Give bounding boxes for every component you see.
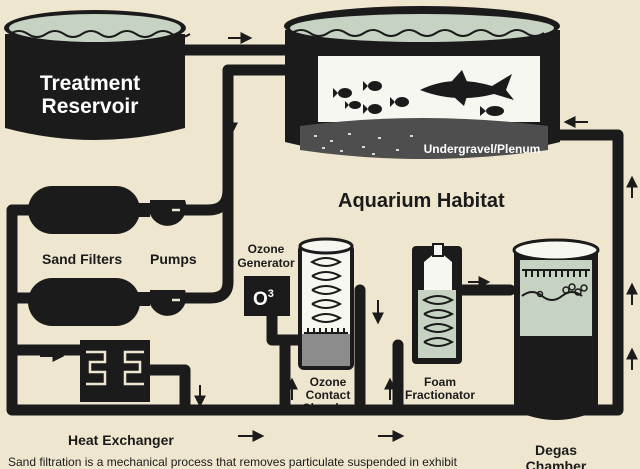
sand-filters-label: Sand Filters xyxy=(42,251,123,267)
degas-chamber xyxy=(512,238,600,420)
small-fish-icon xyxy=(333,81,504,116)
degas-chamber-line2: Chamber xyxy=(525,458,587,469)
pipe-right-return xyxy=(554,129,624,416)
treatment-reservoir xyxy=(4,10,191,140)
foam-fractionator-line1: Foam xyxy=(423,375,456,389)
aquarium-habitat xyxy=(284,6,560,159)
o3-superscript: 3 xyxy=(268,288,274,300)
pipe-habitat-to-lower-pump xyxy=(179,184,234,304)
heat-exchanger-label: Heat Exchanger xyxy=(68,432,174,448)
foam-fractionator-label: Foam Fractionator xyxy=(398,376,482,402)
gravel-specks xyxy=(314,133,413,155)
pipe-heat-exchanger-out xyxy=(144,364,191,416)
ozone-generator-line1: Ozone xyxy=(247,242,285,256)
pump-top xyxy=(150,200,187,226)
ozone-contact-chamber xyxy=(298,237,354,370)
pipe-bottom-return xyxy=(6,204,606,416)
shark-icon xyxy=(420,70,514,106)
ozone-generator-line2: Generator xyxy=(237,256,295,270)
ozone-contact-line3: Chamber xyxy=(301,401,354,415)
foam-fractionator xyxy=(412,243,462,364)
degas-chamber-label: Degas Chamber xyxy=(518,442,594,469)
pipe-network xyxy=(6,44,624,416)
aquarium-habitat-label: Aquarium Habitat xyxy=(338,190,505,212)
o3-generator-box xyxy=(244,276,290,316)
ozone-contact-line2: Contact xyxy=(305,388,351,402)
caption-text: Sand filtration is a mechanical process … xyxy=(8,455,457,469)
flow-arrows xyxy=(40,32,638,442)
degas-chamber-line1: Degas xyxy=(534,442,578,458)
treatment-reservoir-label-line2: Reservoir xyxy=(42,95,139,118)
ozone-contact-line1: Ozone xyxy=(309,375,347,389)
pumps-label: Pumps xyxy=(150,251,197,267)
gravel-bed xyxy=(300,118,548,159)
o3-label: O3 xyxy=(253,288,274,310)
fish-group xyxy=(333,70,514,116)
ozone-contact-chamber-label: Ozone Contact Chamber xyxy=(290,376,366,415)
pump-bottom xyxy=(150,290,187,316)
sand-filter-top xyxy=(28,186,150,234)
ozone-generator-label: Ozone Generator xyxy=(230,242,302,270)
o3-letter: O xyxy=(253,289,268,310)
treatment-reservoir-label-line1: Treatment xyxy=(40,72,140,95)
undergravel-label: Undergravel/Plenum xyxy=(424,142,541,156)
heat-exchanger xyxy=(80,340,150,402)
foam-fractionator-line2: Fractionator xyxy=(404,388,475,402)
sand-filter-bottom xyxy=(28,278,150,326)
